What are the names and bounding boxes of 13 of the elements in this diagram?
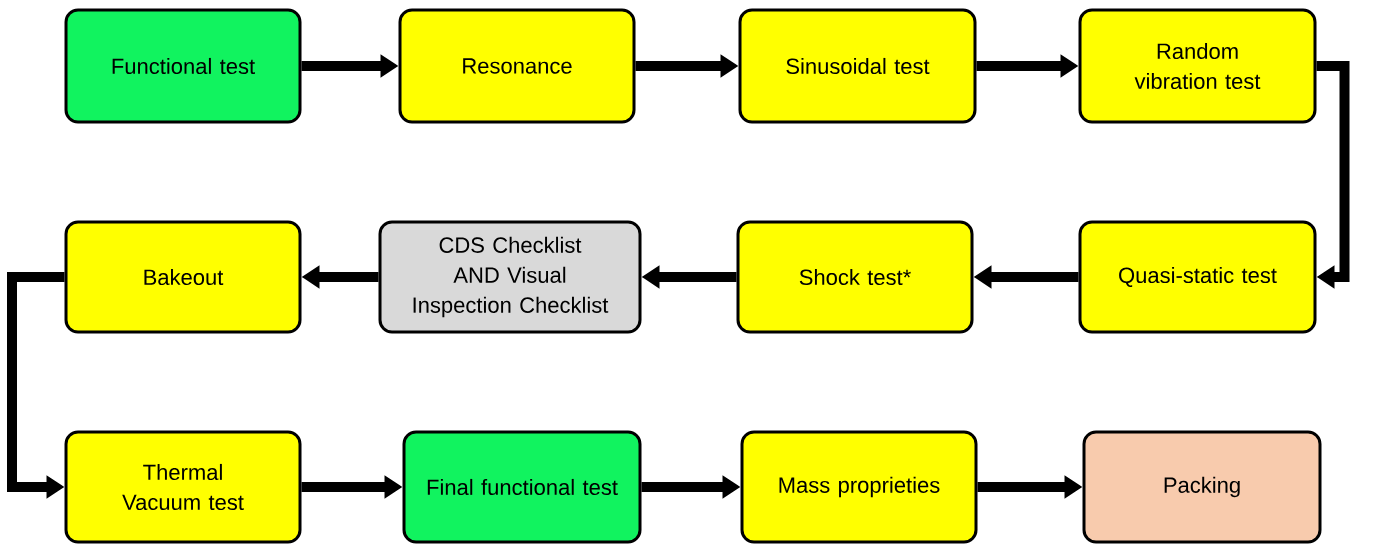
process-box: Quasi-static test: [1078, 220, 1317, 334]
process-box: Random vibration test: [1078, 8, 1317, 124]
process-box: Sinusoidal test: [738, 8, 977, 124]
process-box: Thermal Vacuum test: [64, 430, 302, 544]
process-box: CDS Checklist AND Visual Inspection Checklist: [378, 220, 642, 334]
process-box: Resonance: [398, 8, 636, 124]
process-box: Mass proprieties: [740, 430, 978, 544]
process-box: Final functional test: [402, 430, 642, 544]
process-box: Shock test*: [736, 220, 974, 334]
process-box: Packing: [1082, 430, 1322, 544]
process-box: Functional test: [64, 8, 302, 124]
arrow: [1316, 61, 1350, 289]
process-box: Bakeout: [64, 220, 302, 334]
